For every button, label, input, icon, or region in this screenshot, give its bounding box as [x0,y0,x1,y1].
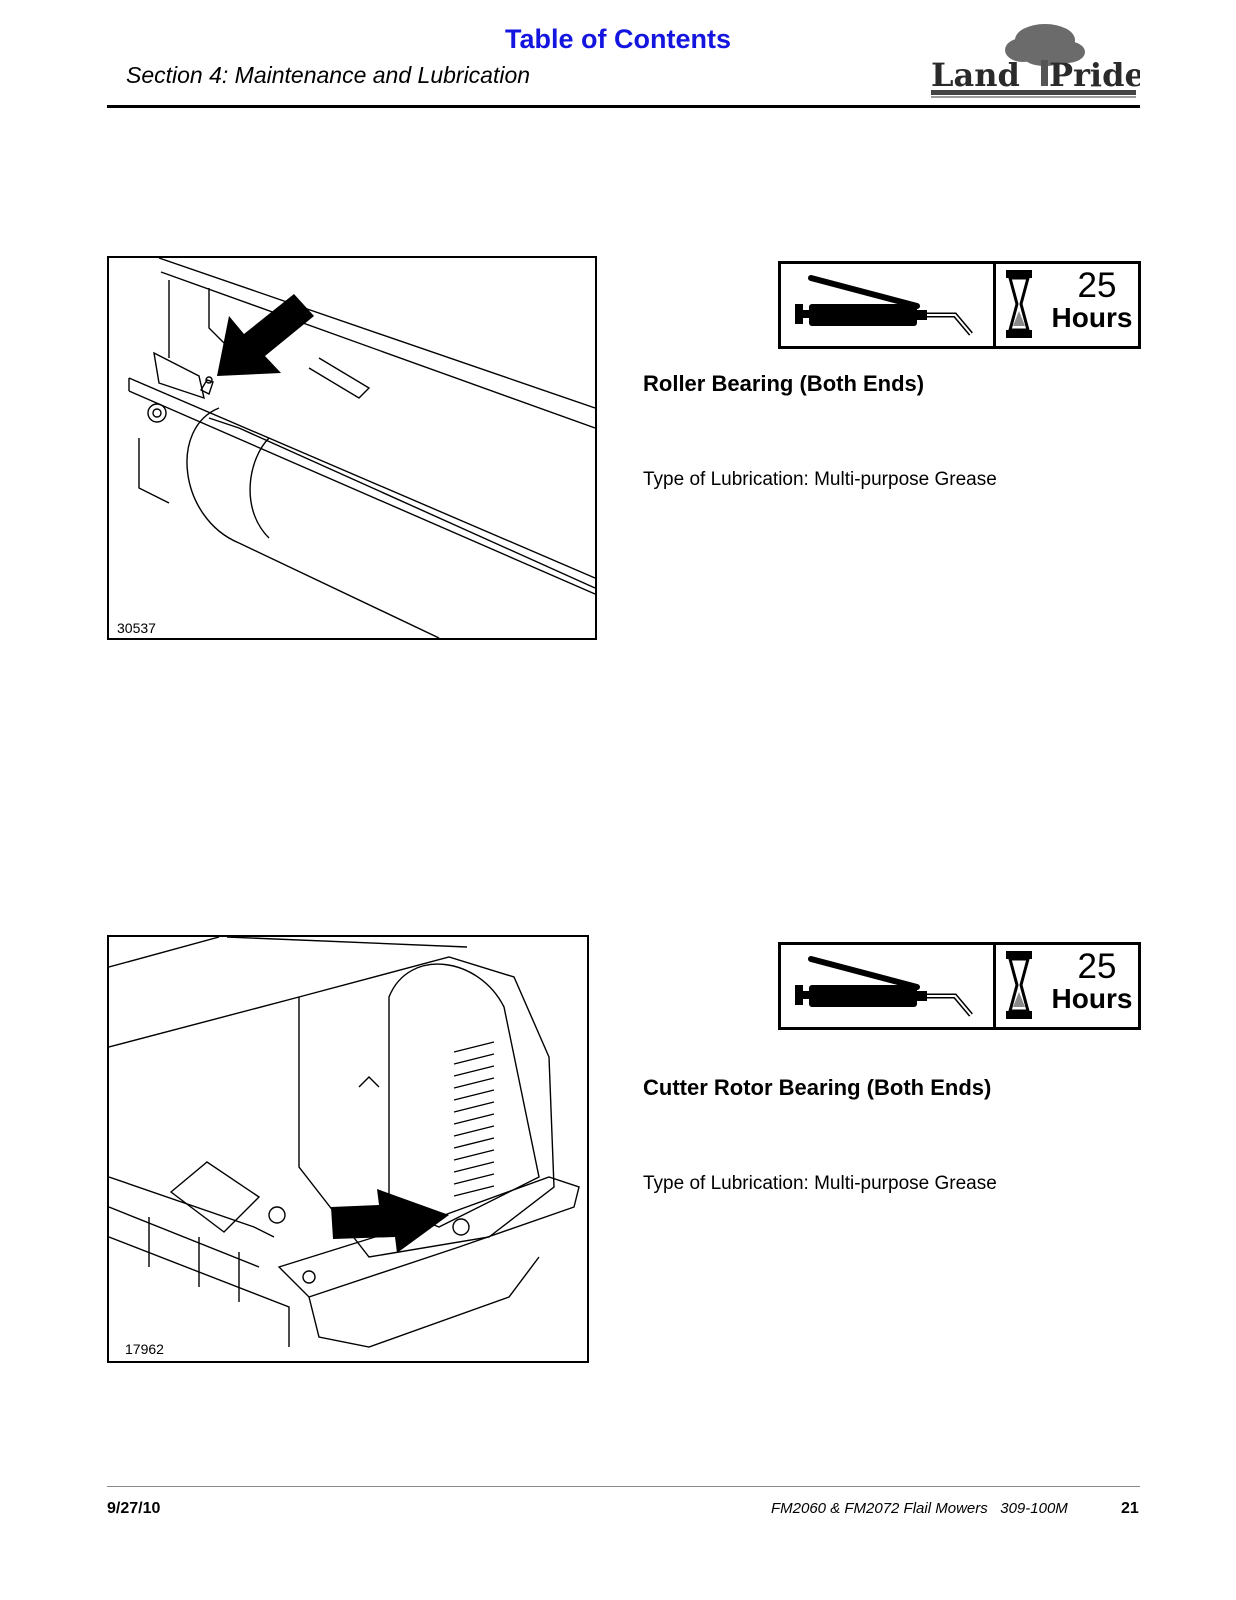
grease-gun-cell [781,264,996,346]
interval-unit: Hours [1051,983,1133,1014]
pointer-arrow-icon [217,294,314,376]
interval-unit: Hours [1051,302,1133,333]
figure-number: 30537 [117,620,156,636]
cutter-rotor-bearing-illustration [109,937,580,1348]
footer-date: 9/27/10 [107,1500,161,1517]
lubrication-type: Type of Lubrication: Multi-purpose Greas… [643,469,997,490]
section-title: Section 4: Maintenance and Lubrication [126,62,531,88]
figure-number: 17962 [125,1341,164,1357]
table-of-contents-link[interactable]: Table of Contents [505,24,731,54]
hours-cell: 25 Hours [996,945,1138,1027]
interval-value: 25 [1077,266,1117,305]
cutter-rotor-bearing-figure: 17962 [107,935,589,1363]
svg-text:Pride: Pride [1049,56,1140,94]
lubrication-type: Type of Lubrication: Multi-purpose Greas… [643,1173,997,1194]
grease-gun-icon [795,275,973,336]
svg-text:Land: Land [931,56,1020,94]
roller-bearing-figure: 30537 [107,256,597,640]
footer-rule [107,1486,1140,1487]
grease-gun-cell [781,945,996,1027]
item-title: Cutter Rotor Bearing (Both Ends) [643,1075,992,1100]
pointer-arrow-icon [331,1189,449,1253]
footer-document-title: FM2060 & FM2072 Flail Mowers 309-100M [771,1500,1068,1517]
hours-cell: 25 Hours [996,264,1138,346]
lubrication-interval-box: 25 Hours [778,942,1141,1030]
lubrication-interval-box: 25 Hours [778,261,1141,349]
interval-value: 25 [1077,947,1117,986]
page-number: 21 [1121,1500,1139,1517]
grease-gun-icon [795,956,973,1017]
header-rule [107,105,1140,108]
roller-bearing-illustration [128,258,595,638]
hourglass-icon [1006,951,1032,1019]
landpride-logo: Land Pride [931,24,1140,98]
item-title: Roller Bearing (Both Ends) [643,371,925,396]
hourglass-icon [1006,270,1032,338]
